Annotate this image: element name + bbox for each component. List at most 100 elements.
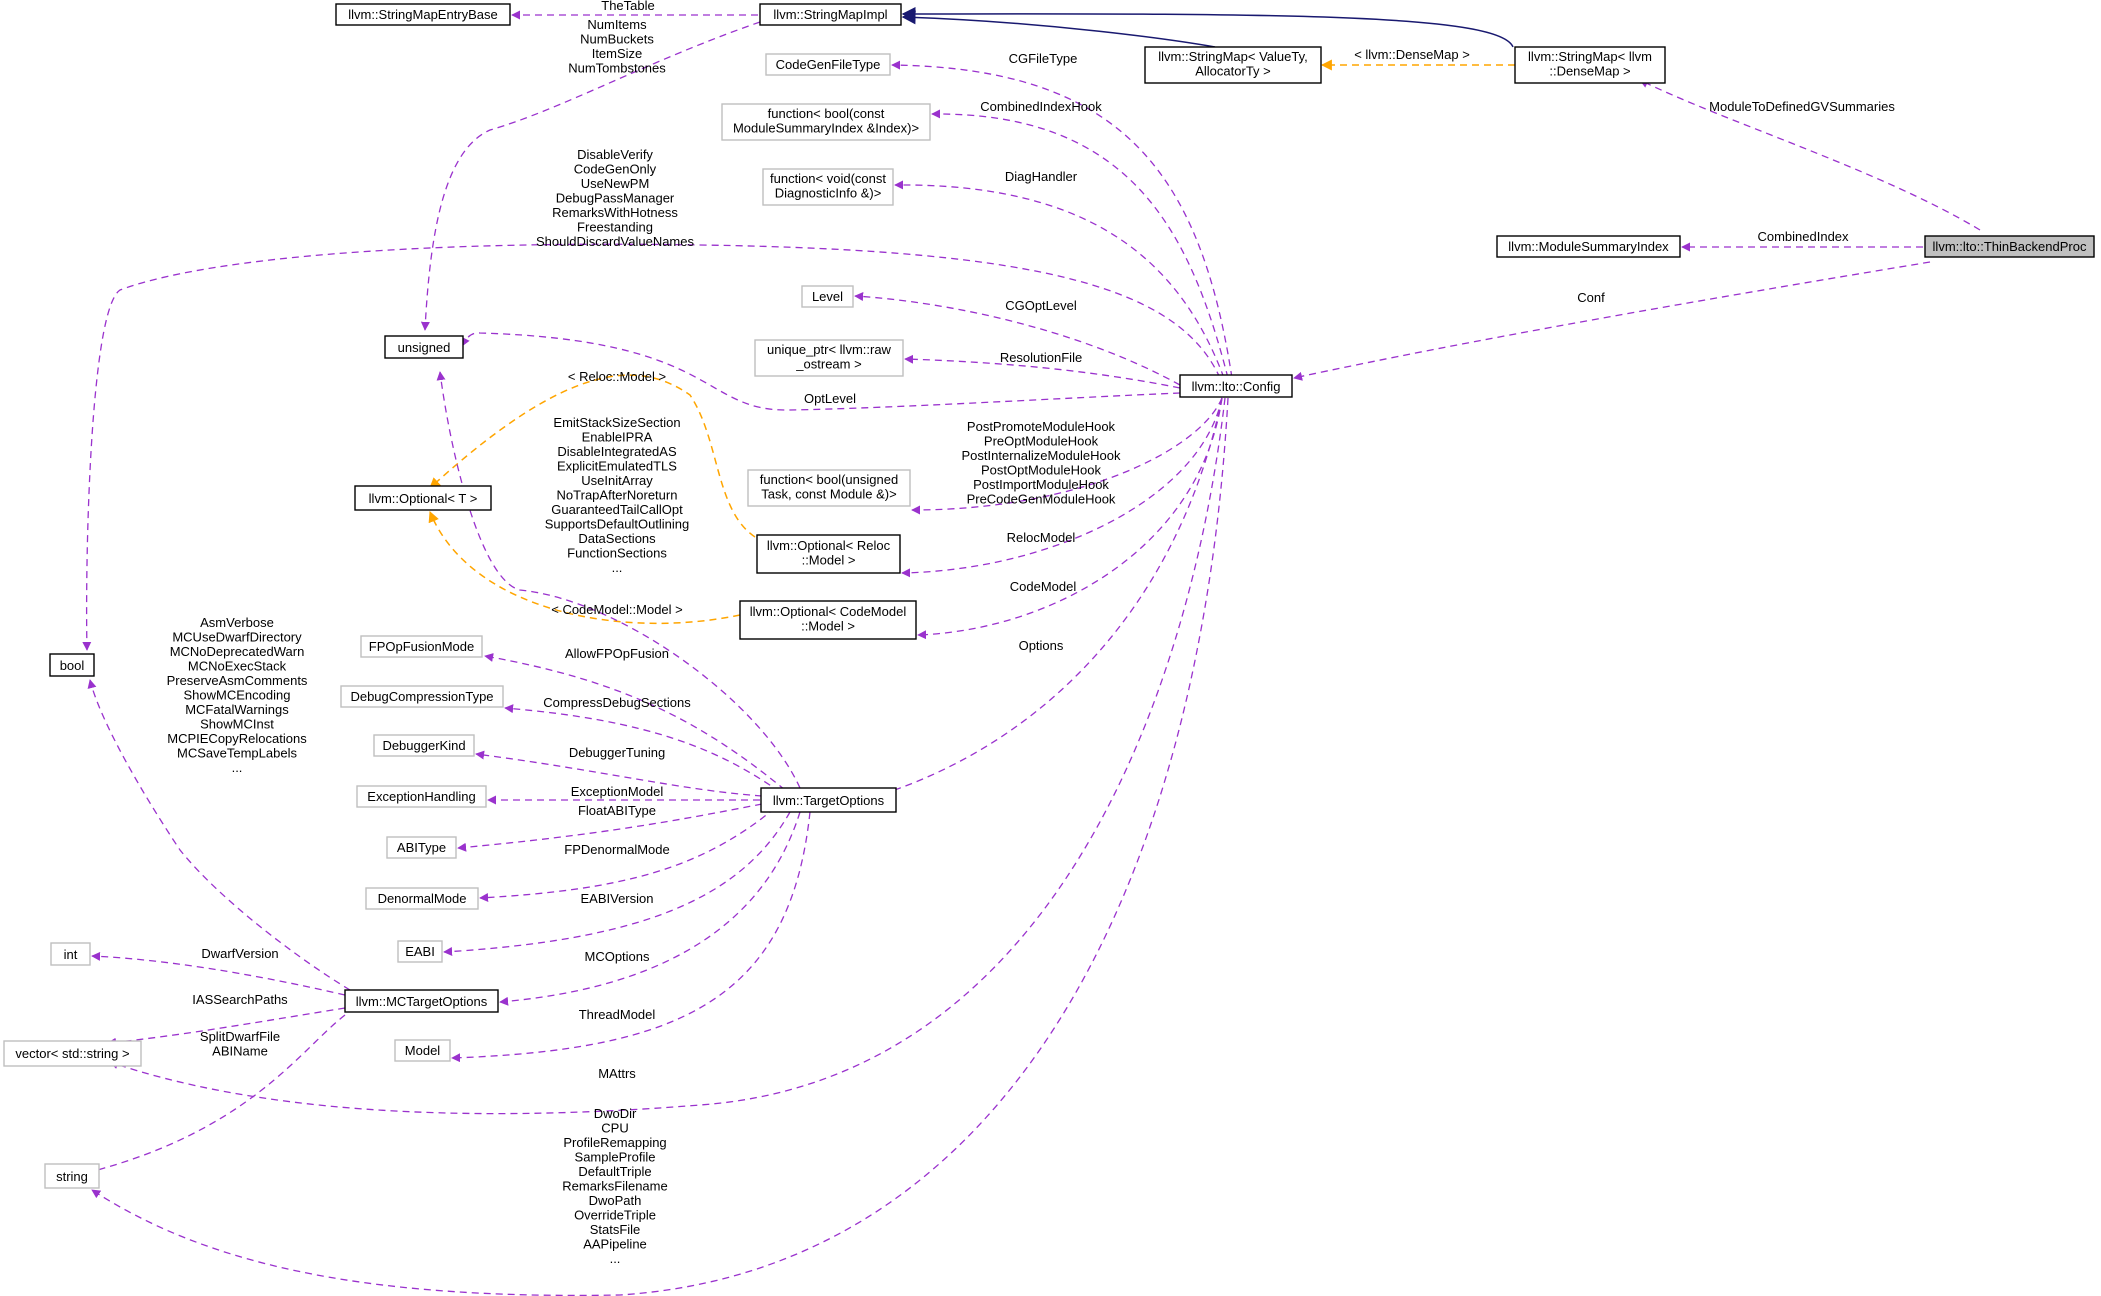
edge-split-dwarf (89, 1014, 346, 1175)
config-bools-line-6: Freestanding (577, 220, 653, 235)
node-denormal-mode[interactable]: DenormalMode (365, 887, 479, 910)
node-thin-backend-proc[interactable]: llvm::lto::ThinBackendProc (1924, 235, 2095, 258)
node-lto-config[interactable]: llvm::lto::Config (1179, 374, 1293, 398)
eabi-version-line-1: EABIVersion (581, 891, 654, 906)
edge-dwarf-version (91, 951, 346, 996)
node-optional-codemodel[interactable]: llvm::Optional< CodeModel::Model > (739, 600, 917, 640)
node-vector-string[interactable]: vector< std::string > (3, 1040, 142, 1067)
text-line-1: llvm::StringMap< llvm (1528, 49, 1652, 64)
target-options-bools-line-4: ExplicitEmulatedTLS (557, 459, 677, 474)
config-bools-line-1: DisableVerify (577, 147, 653, 162)
node-string[interactable]: string (44, 1163, 100, 1189)
svg-text:bool: bool (60, 658, 85, 673)
node-optional-t[interactable]: llvm::Optional< T > (354, 485, 492, 511)
node-string-map-entry-base[interactable]: llvm::StringMapEntryBase (335, 3, 511, 26)
node-int[interactable]: int (50, 942, 91, 966)
edge-diag-handler (894, 180, 1225, 379)
mc-options-line-1: MCOptions (584, 949, 650, 964)
text-line-2: ::Model > (802, 553, 856, 568)
densemap-template-line-1: < llvm::DenseMap > (1354, 47, 1470, 62)
edge-thread-model (451, 811, 811, 1063)
text-line-1: Level (812, 289, 843, 304)
cg-file-type-line-1: CGFileType (1009, 51, 1078, 66)
text-line-1: llvm::lto::ThinBackendProc (1933, 239, 2087, 254)
edge-label-eabi-version: EABIVersion (581, 891, 654, 906)
text-line-2: _ostream > (795, 357, 861, 372)
svg-text:llvm::MCTargetOptions: llvm::MCTargetOptions (356, 994, 488, 1009)
config-bools-line-3: UseNewPM (581, 176, 650, 191)
node-debug-compression-type[interactable]: DebugCompressionType (340, 685, 504, 708)
text-line-1: llvm::StringMap< ValueTy, (1158, 49, 1307, 64)
module-hooks-line-3: PostInternalizeModuleHook (962, 448, 1121, 463)
node-debugger-kind[interactable]: DebuggerKind (373, 734, 475, 757)
text-line-1: unsigned (398, 340, 451, 355)
node-unique-ptr-ostream[interactable]: unique_ptr< llvm::raw_ostream > (754, 339, 904, 377)
edge-label-allow-fp-op-fusion: AllowFPOpFusion (565, 646, 669, 661)
edges (82, 6, 1981, 1296)
edge-label-cg-opt-level: CGOptLevel (1005, 298, 1077, 313)
config-bools-line-4: DebugPassManager (556, 191, 675, 206)
node-string-map-densemap[interactable]: llvm::StringMap< llvm::DenseMap > (1514, 46, 1666, 84)
svg-text:unsigned: unsigned (398, 340, 451, 355)
node-string-map-impl[interactable]: llvm::StringMapImpl (759, 3, 902, 26)
mattrs-line-1: MAttrs (598, 1066, 636, 1081)
svg-text:DebuggerKind: DebuggerKind (382, 738, 465, 753)
node-unsigned[interactable]: unsigned (384, 335, 464, 359)
mc-bools-line-3: MCNoDeprecatedWarn (170, 644, 305, 659)
the-table-line-1: TheTable (601, 0, 654, 13)
svg-text:llvm::StringMap< ValueTy,Alloc: llvm::StringMap< ValueTy,AllocatorTy > (1158, 49, 1307, 79)
edge-opt-level (461, 332, 1181, 411)
node-bool[interactable]: bool (49, 653, 95, 677)
edge-label-code-model: CodeModel (1010, 579, 1077, 594)
config-strings-line-11: ... (610, 1251, 621, 1266)
node-exception-handling[interactable]: ExceptionHandling (356, 785, 487, 808)
svg-text:ExceptionHandling: ExceptionHandling (367, 789, 475, 804)
config-strings-line-8: OverrideTriple (574, 1208, 656, 1223)
edge-debugger-tuning (475, 750, 763, 797)
module-hooks-line-6: PreCodeGenModuleHook (967, 492, 1116, 507)
reloc-model-line-1: RelocModel (1007, 530, 1076, 545)
edge-fp-denormal-mode (479, 807, 776, 903)
node-codegen-file-type[interactable]: CodeGenFileType (765, 53, 891, 76)
text-line-1: llvm::StringMapEntryBase (348, 7, 498, 22)
edge-template-reloc (429, 374, 756, 538)
config-strings-line-6: RemarksFilename (562, 1179, 667, 1194)
conf-line-1: Conf (1577, 290, 1605, 305)
node-target-options[interactable]: llvm::TargetOptions (760, 787, 897, 813)
edge-cg-file-type (891, 60, 1233, 379)
target-options-bools-line-5: UseInitArray (581, 473, 653, 488)
text-line-1: DebuggerKind (382, 738, 465, 753)
edge-module-hooks (911, 397, 1223, 515)
node-eabi[interactable]: EABI (397, 940, 443, 963)
mc-bools-line-7: MCFatalWarnings (185, 702, 289, 717)
node-module-summary-index[interactable]: llvm::ModuleSummaryIndex (1496, 235, 1681, 258)
module-hooks-line-5: PostImportModuleHook (973, 477, 1109, 492)
node-level[interactable]: Level (801, 285, 854, 308)
node-string-map-valuety[interactable]: llvm::StringMap< ValueTy,AllocatorTy > (1144, 46, 1322, 84)
edge-label-reloc-model: RelocModel (1007, 530, 1076, 545)
node-mc-target-options[interactable]: llvm::MCTargetOptions (344, 989, 499, 1013)
module-hooks-line-1: PostPromoteModuleHook (967, 419, 1116, 434)
node-optional-reloc[interactable]: llvm::Optional< Reloc::Model > (756, 534, 901, 574)
text-line-1: string (56, 1169, 88, 1184)
node-fpopfusion-mode[interactable]: FPOpFusionMode (360, 635, 483, 658)
svg-text:llvm::lto::Config: llvm::lto::Config (1192, 379, 1281, 394)
svg-text:string: string (56, 1169, 88, 1184)
options-line-1: Options (1019, 638, 1064, 653)
svg-text:ABIType: ABIType (397, 840, 446, 855)
edge-label-ias-search-paths: IASSearchPaths (192, 992, 288, 1007)
node-abi-type[interactable]: ABIType (386, 836, 457, 859)
node-model[interactable]: Model (394, 1039, 451, 1062)
edge-label-thread-model: ThreadModel (579, 1007, 656, 1022)
edge-label-conf: Conf (1577, 290, 1605, 305)
